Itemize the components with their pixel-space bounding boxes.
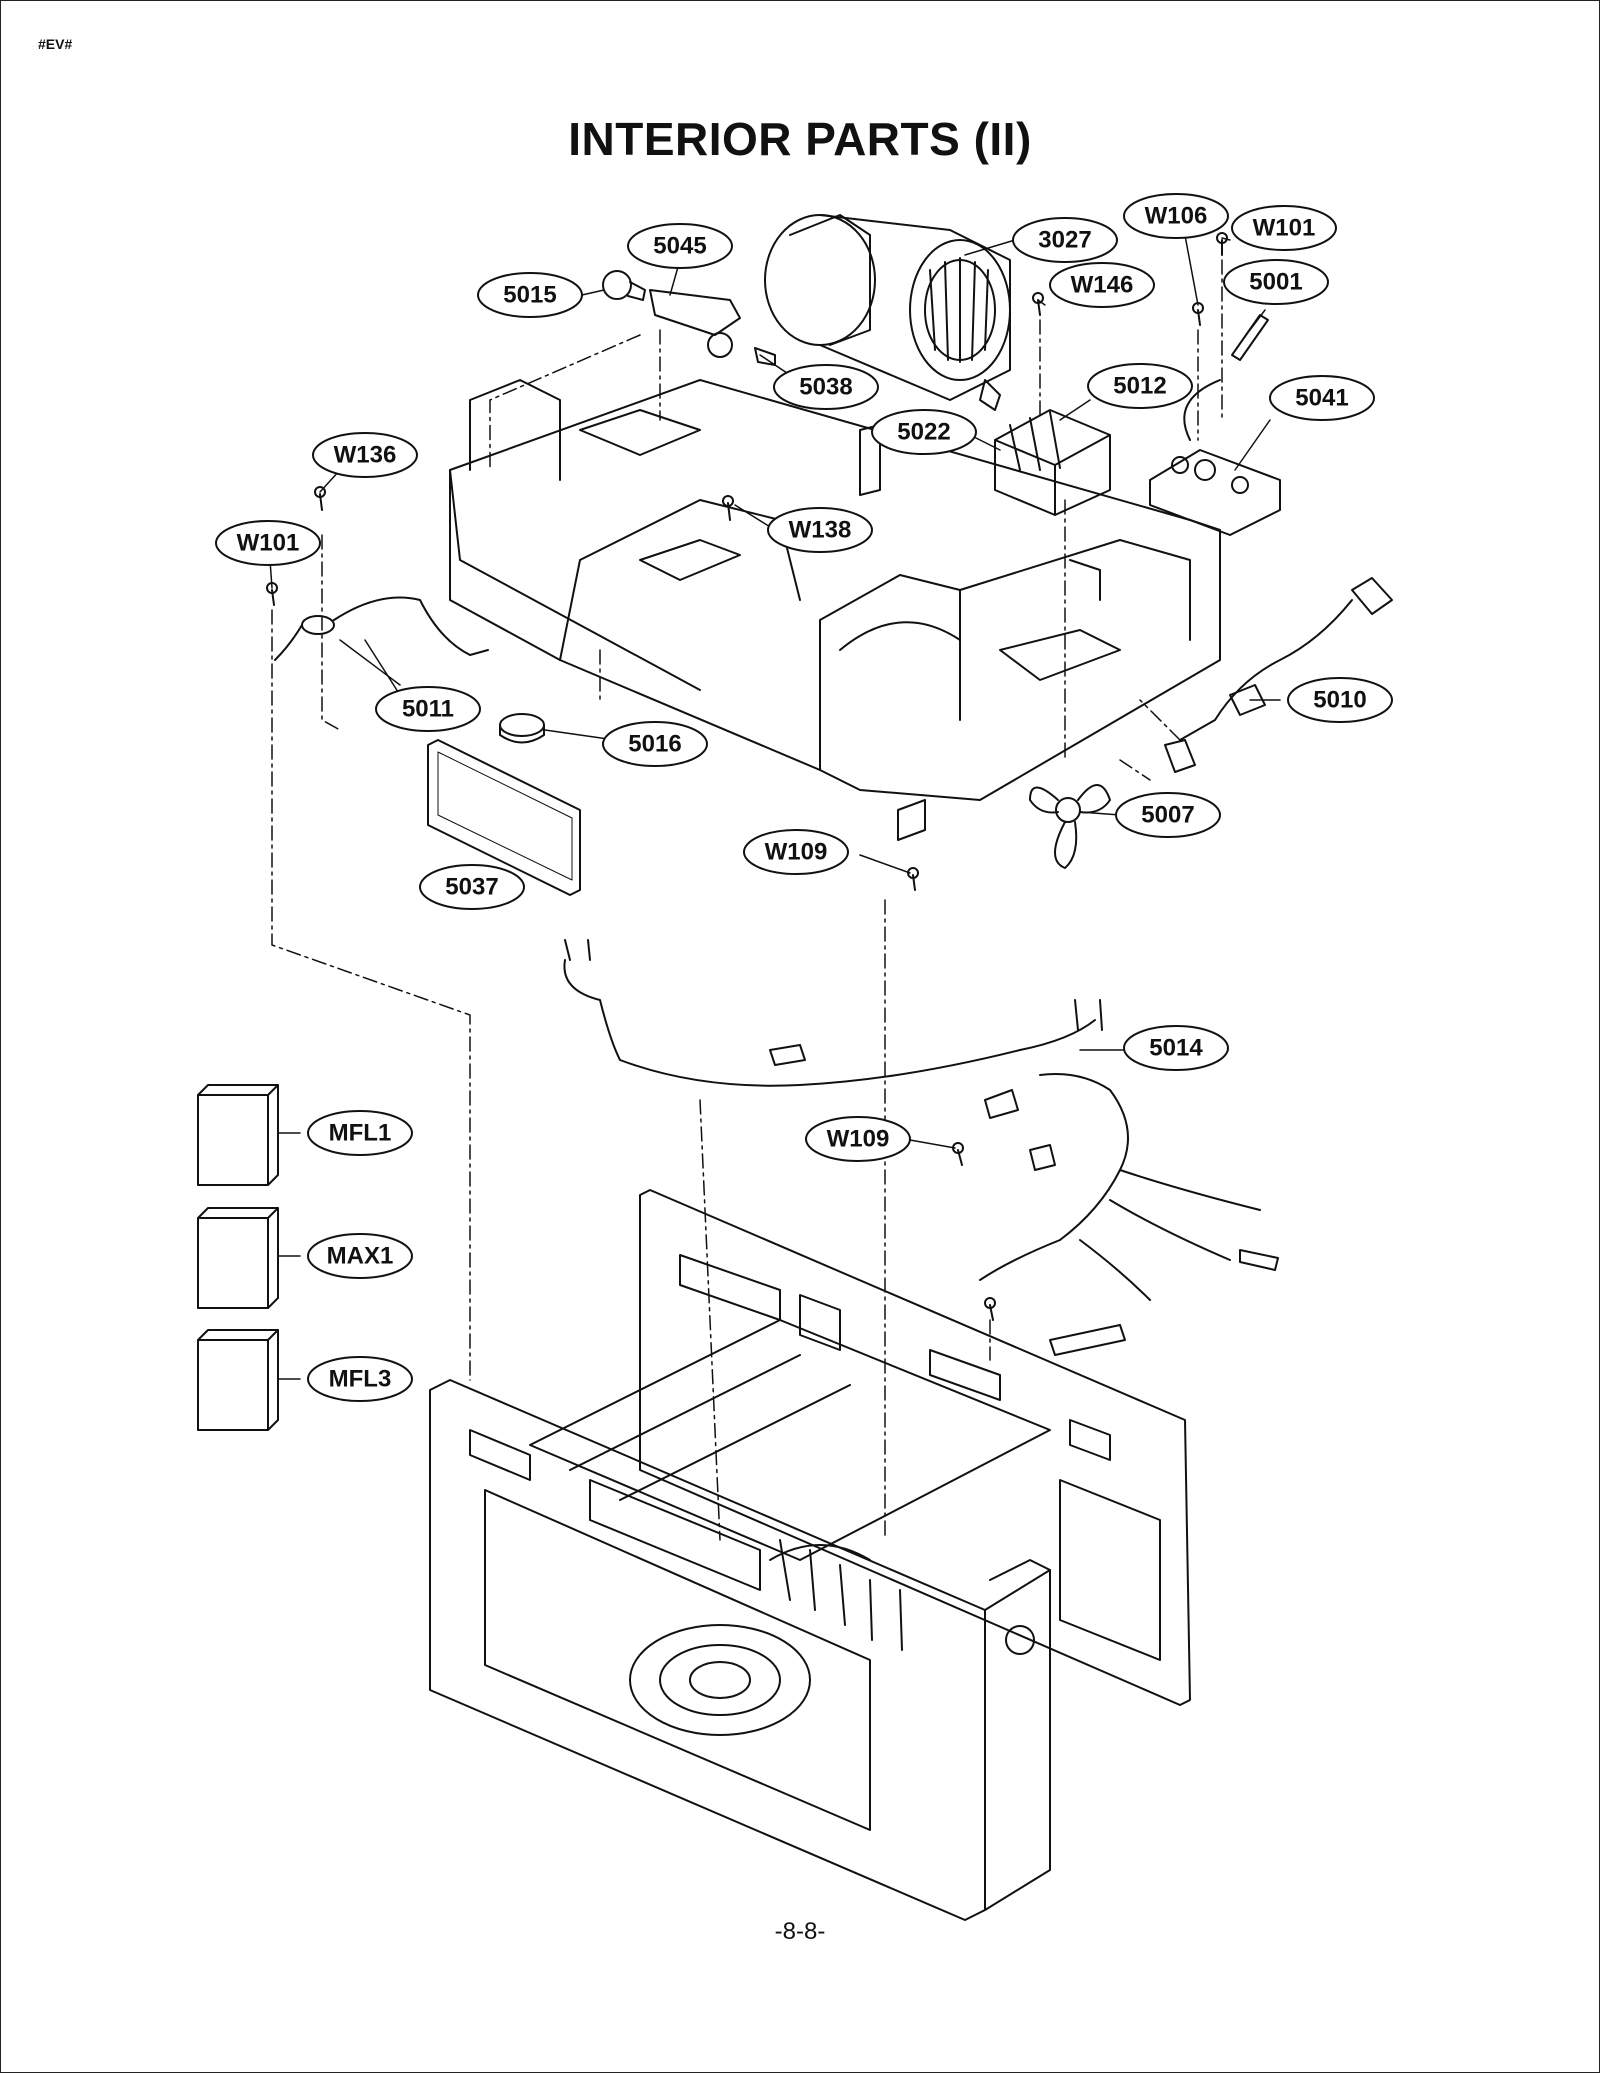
callout-5011: 5011 — [402, 696, 454, 723]
callout-5001: 5001 — [1249, 269, 1302, 296]
callout-w136: W136 — [334, 442, 397, 469]
screws-part — [266, 232, 1228, 1321]
alignment-lines — [271, 259, 1223, 1541]
callout-max1: MAX1 — [327, 1243, 394, 1270]
callout-5016: 5016 — [628, 731, 681, 758]
connector-part — [897, 799, 926, 841]
callout-w101-left: W101 — [237, 530, 300, 557]
page-number: -8-8- — [774, 1918, 826, 1945]
thermal-cutoff-part — [499, 713, 545, 744]
callout-5014: 5014 — [1149, 1035, 1203, 1062]
transformer-part — [994, 409, 1111, 516]
callout-5007: 5007 — [1141, 802, 1194, 829]
callout-5015: 5015 — [503, 282, 556, 309]
callout-5037: 5037 — [445, 874, 498, 901]
callout-mfl3: MFL3 — [329, 1366, 392, 1393]
oven-cavity-part — [429, 1189, 1191, 1921]
thermostat-wire-part — [274, 596, 489, 661]
power-cord-part — [1164, 577, 1393, 773]
blower-motor-part — [764, 214, 1011, 411]
callout-3027: 3027 — [1038, 227, 1091, 254]
callout-5038: 5038 — [799, 374, 852, 401]
callout-w109-lower: W109 — [827, 1126, 890, 1153]
base-plate-part — [449, 379, 1221, 801]
callout-5022: 5022 — [897, 419, 950, 446]
fan-blade-part — [1029, 784, 1111, 869]
fuse-part — [1231, 314, 1269, 361]
callout-w106: W106 — [1145, 203, 1208, 230]
callout-w109-upper: W109 — [765, 839, 828, 866]
manual-boxes — [197, 1084, 279, 1431]
grease-filter-part — [427, 739, 581, 896]
wire-harness-part — [563, 939, 1279, 1356]
lamp-part — [602, 270, 776, 366]
callout-5041: 5041 — [1295, 385, 1348, 412]
callout-w101-top: W101 — [1253, 215, 1316, 242]
callout-mfl1: MFL1 — [329, 1120, 392, 1147]
callout-5045: 5045 — [653, 233, 706, 260]
page-title: INTERIOR PARTS (II) — [568, 113, 1032, 165]
circuit-board-part — [1149, 379, 1281, 536]
callout-w146: W146 — [1071, 272, 1134, 299]
callout-5010: 5010 — [1313, 687, 1366, 714]
document-code: #EV# — [38, 36, 73, 52]
callout-w138: W138 — [789, 517, 852, 544]
callout-5012: 5012 — [1113, 373, 1166, 400]
leader-lines — [269, 229, 1281, 1380]
